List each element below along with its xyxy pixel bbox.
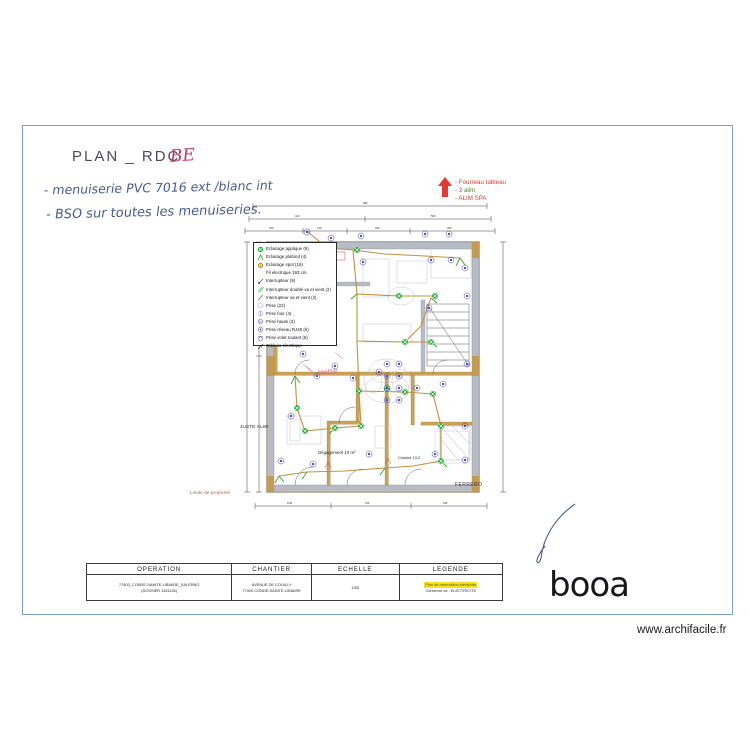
column-header: OPERATION: [87, 564, 232, 575]
legend-label: Prise four (4): [266, 310, 292, 316]
legend-item: Tableau électrique: [256, 342, 334, 350]
eclairage-spot-icon: [256, 261, 265, 269]
column-body: 1/50: [312, 575, 399, 600]
operation-line-2: (DOSSIER 1151126): [141, 587, 178, 593]
eclairage-applique-icon: [256, 245, 265, 253]
electrical-legend: Eclairage applique (9) Eclairage plafond…: [253, 242, 337, 349]
legend-item: Interrupteur double va et vient (2): [256, 285, 334, 293]
tableau-electrique-icon: [256, 342, 265, 350]
svg-text:140: 140: [317, 226, 322, 230]
legend-label: Interrupteur (9): [266, 278, 296, 284]
legend-label: Eclairage spot (16): [266, 262, 303, 268]
legend-item: Prise réseau RJ45 (6): [256, 326, 334, 334]
chantier-line-2: 77400 CONDE-SAINTE-LIBIAIRE: [242, 587, 301, 593]
prise-volet-roulant-icon: [256, 334, 265, 342]
column-body: Plan de reservation electricite Concerne…: [400, 575, 503, 600]
label-limite-propriete: Limite de propriété: [190, 490, 231, 495]
footer-url: www.archifacile.fr: [637, 624, 727, 636]
title-block-column-chantier: CHANTIER AVENUE DE COUILLY 77400 CONDE-S…: [232, 564, 312, 600]
column-header: ECHELLE: [311, 564, 399, 575]
interrupteur-double-va-et-vient-icon: [256, 286, 265, 294]
title-block-column-legende: LEGENDE Plan de reservation electricite …: [399, 564, 503, 600]
column-header: LEGENDE: [399, 564, 502, 575]
legend-label: Tableau électrique: [266, 343, 302, 349]
legende-line-2: Concerne lot : ELECTRICITE: [425, 587, 477, 593]
legende-line-1: Plan de reservation electricite: [424, 581, 478, 588]
plan-title: PLAN _ RDC: [72, 148, 181, 165]
label-room-cuisine: Cuisine 13,2: [398, 455, 421, 460]
legend-label: Prise volet roulant (6): [266, 335, 308, 341]
legend-item: Eclairage spot (16): [256, 261, 334, 269]
red-arrow-icon: [438, 177, 452, 197]
legend-item: Interrupteur (9): [256, 277, 334, 285]
red-note-line-3: - ALIM SPA: [455, 195, 487, 203]
svg-text:320: 320: [375, 226, 380, 230]
legend-item: Interrupteur va et vient (2): [256, 294, 334, 302]
svg-text:420: 420: [295, 214, 300, 218]
prise-icon: [256, 302, 265, 310]
svg-text:560: 560: [431, 214, 436, 218]
svg-text:350: 350: [447, 226, 452, 230]
prise-reseau-rj45-icon: [256, 326, 265, 334]
title-block-column-echelle: ECHELLE 1/50: [311, 564, 400, 600]
legend-label: Prise réseau RJ45 (6): [266, 326, 309, 332]
echelle-value: 1/50: [351, 584, 359, 590]
legend-label: Prise (22): [266, 302, 286, 308]
interrupteur-icon: [256, 277, 265, 285]
svg-text:330: 330: [443, 501, 448, 505]
legend-label: Fil electrique 193 cm: [266, 270, 307, 276]
fil-electrique-icon: [256, 269, 265, 277]
label-juste-alim: JUSTE ALIM: [240, 424, 269, 429]
column-body: AVENUE DE COUILLY 77400 CONDE-SAINTE-LIB…: [232, 575, 311, 600]
red-note-line-1: - Fourreau tableau: [455, 179, 506, 186]
legend-label: Eclairage applique (9): [266, 246, 309, 252]
legend-item: Eclairage applique (9): [256, 245, 334, 253]
red-note-line-2: - 3 alim: [455, 187, 476, 195]
legend-label: Prise haute (3): [266, 318, 295, 324]
legend-item: H Prise haute (3): [256, 318, 334, 326]
operation-line-1: 77400_CONDE-SAINTE-LIBIAIRE_SALERNO: [118, 581, 200, 587]
legend-item: Fil electrique 193 cm: [256, 269, 334, 277]
svg-text:310: 310: [365, 501, 370, 505]
legend-label: Interrupteur double va et vient (2): [266, 286, 331, 292]
legend-label: Eclairage plafond (4): [266, 254, 307, 260]
svg-text:H: H: [259, 320, 262, 324]
legend-item: Eclairage plafond (4): [256, 253, 334, 261]
legend-item: Prise (22): [256, 302, 334, 310]
prise-haute-icon: H: [256, 318, 265, 326]
title-block-column-operation: OPERATION 77400_CONDE-SAINTE-LIBIAIRE_SA…: [87, 564, 233, 600]
svg-text:1/30: 1/30: [287, 501, 293, 505]
legend-item: Prise volet roulant (6): [256, 334, 334, 342]
title-block: OPERATION 77400_CONDE-SAINTE-LIBIAIRE_SA…: [86, 563, 503, 601]
interrupteur-va-et-vient-icon: [256, 294, 265, 302]
label-room-ferrero: FERRERO: [455, 482, 483, 488]
chantier-line-1: AVENUE DE COUILLY: [251, 581, 292, 587]
pen-swoosh-mark: [536, 503, 576, 564]
prise-four-icon: [256, 310, 265, 318]
booa-logo: booa: [549, 565, 630, 605]
eclairage-plafond-icon: [256, 253, 265, 261]
document-frame: [22, 125, 733, 615]
legend-item: Prise four (4): [256, 310, 334, 318]
svg-text:200: 200: [269, 226, 274, 230]
svg-text:980: 980: [363, 201, 368, 205]
legend-label: Interrupteur va et vient (2): [266, 294, 317, 300]
column-header: CHANTIER: [232, 564, 311, 575]
red-annotation: - Fourreau tableau - 3 alim - ALIM SPA: [455, 179, 506, 204]
plan-title-mark: BE: [169, 145, 196, 167]
label-room-degagement: Dégagement 10 m²: [318, 450, 356, 455]
column-body: 77400_CONDE-SAINTE-LIBIAIRE_SALERNO (DOS…: [87, 575, 231, 600]
